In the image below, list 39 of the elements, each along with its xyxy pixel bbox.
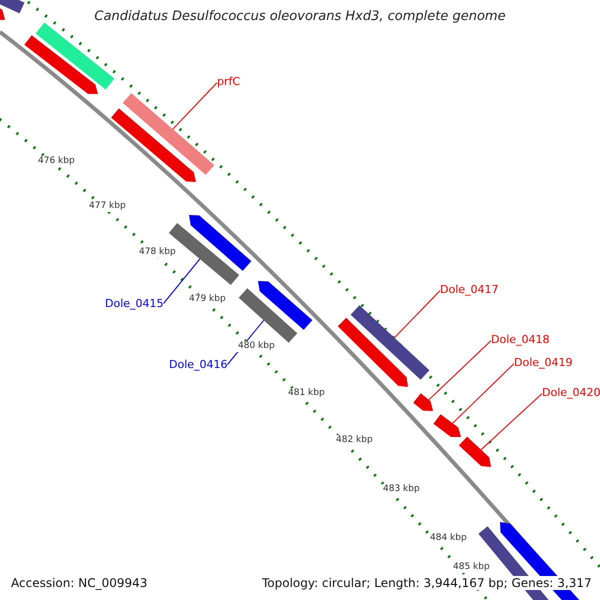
kbp-label: 479 kbp [188, 294, 227, 305]
genome-summary-text: Topology: circular; Length: 3,944,167 bp; Genes: 3,317 [260, 576, 594, 590]
gene-feature [122, 93, 214, 175]
gene-feature [413, 393, 433, 411]
gene-label: prfC [217, 76, 240, 87]
gene-feature [433, 414, 461, 437]
kbp-label: 484 kbp [429, 533, 468, 544]
gene-feature [24, 35, 98, 94]
kbp-label: 476 kbp [37, 156, 76, 167]
gene-feature [338, 318, 408, 387]
leader-line [163, 258, 200, 304]
gene-label: Dole_0415 [105, 298, 164, 309]
kbp-label: 482 kbp [335, 435, 374, 446]
gene-feature [36, 22, 114, 90]
gene-label: Dole_0420 [542, 387, 600, 398]
gene-label: Dole_0418 [491, 334, 550, 345]
gene-feature [350, 305, 430, 380]
gene-label: Dole_0416 [169, 359, 228, 370]
accession-text: Accession: NC_009943 [9, 576, 150, 590]
leader-line [394, 290, 440, 338]
gene-label: Dole_0419 [514, 357, 573, 368]
gene-feature [458, 436, 491, 467]
gene-feature [111, 108, 196, 182]
kbp-label: 485 kbp [452, 562, 491, 573]
leader-line [452, 363, 514, 424]
gene-feature [0, 0, 24, 14]
map-title: Candidatus Desulfococcus oleovorans Hxd3, complete genome [94, 9, 506, 24]
gene-feature [238, 288, 298, 343]
kbp-label: 477 kbp [88, 201, 127, 212]
kbp-label: 483 kbp [382, 484, 421, 495]
kbp-label: 480 kbp [237, 341, 276, 352]
leader-line [480, 393, 542, 450]
leader-line [428, 340, 492, 400]
gene-feature [258, 281, 312, 330]
kbp-label: 478 kbp [138, 247, 177, 258]
gene-label: Dole_0417 [440, 284, 499, 295]
gene-feature [189, 215, 252, 271]
leader-line [172, 82, 218, 130]
kbp-label: 481 kbp [287, 388, 326, 399]
